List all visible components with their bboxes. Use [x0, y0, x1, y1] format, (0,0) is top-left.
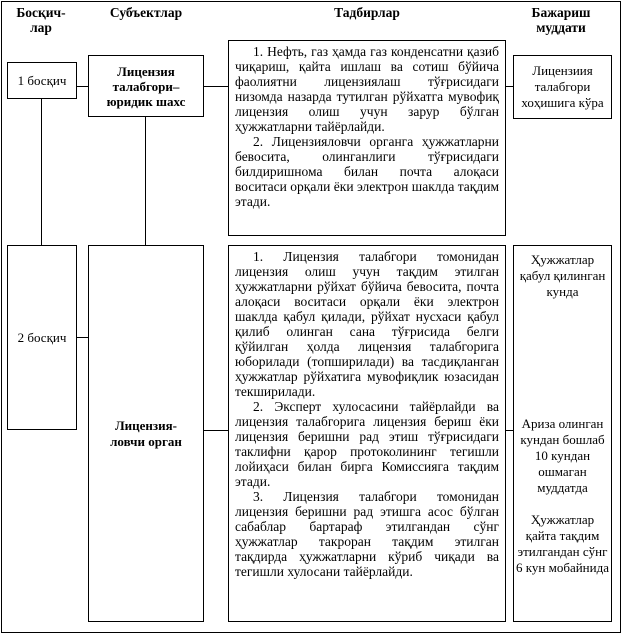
stage-2-box: 2 босқич — [7, 245, 77, 430]
stage-1-box: 1 босқич — [7, 62, 77, 99]
connector-subject1-activities1 — [204, 86, 228, 87]
connector-subject1-subject2 — [145, 117, 146, 245]
connector-subject2-activities2 — [204, 430, 228, 431]
deadline-1-box: Лицензиия талабгори хоҳишига кўра — [513, 55, 612, 119]
subject-2-box: Лицензия-ловчи орган — [88, 245, 204, 622]
stage-2-label: 2 босқич — [17, 329, 67, 345]
connector-stage2-subject2 — [77, 337, 88, 338]
column-header-stages: Босқич-лар — [16, 5, 66, 35]
activity-paragraph: 2. Лицензияловчи органга ҳужжатларни бев… — [235, 134, 499, 209]
deadline-2-text-1: Ҳужжатлар қабул қилинган кунда — [519, 252, 606, 299]
subject-2-label: Лицензия-ловчи орган — [110, 417, 182, 449]
activities-1-box: 1. Нефть, газ ҳамда газ конденсатни қази… — [228, 40, 506, 236]
activity-paragraph: 1. Лицензия талабгори томонидан лицензия… — [235, 249, 499, 399]
activity-paragraph: 3. Лицензия талабгори томонидан лицензия… — [235, 489, 499, 579]
stage-1-label: 1 босқич — [17, 72, 67, 88]
connector-stage1-subject1 — [77, 86, 88, 87]
column-header-activities: Тадбирлар — [334, 5, 400, 20]
deadline-1-text: Лицензиия талабгори хоҳишига кўра — [521, 63, 604, 110]
activity-paragraph: 1. Нефть, газ ҳамда газ конденсатни қази… — [235, 44, 499, 134]
column-header-subjects: Субъектлар — [109, 5, 183, 20]
subject-1-label: Лицензия талабгори– юридик шахс — [106, 63, 186, 109]
subject-1-box: Лицензия талабгори– юридик шахс — [88, 55, 204, 117]
deadline-2-text-3: Ҳужжатлар қайта тақдим этилгандан сўнг 6… — [516, 512, 609, 575]
column-header-deadline: Бажариш муддати — [531, 5, 591, 35]
connector-activities2-deadline2 — [506, 430, 513, 431]
connector-stage1-stage2 — [41, 99, 42, 245]
deadline-2-box: Ҳужжатлар қабул қилинган кунда Ариза оли… — [513, 245, 612, 622]
connector-activities1-deadline1 — [506, 86, 513, 87]
deadline-2-text-2: Ариза олинган кундан бошлаб 10 кундан ош… — [520, 416, 605, 495]
activity-paragraph: 2. Эксперт хулосасини тайёрлайди ва лице… — [235, 399, 499, 489]
activities-2-box: 1. Лицензия талабгори томонидан лицензия… — [228, 245, 506, 622]
